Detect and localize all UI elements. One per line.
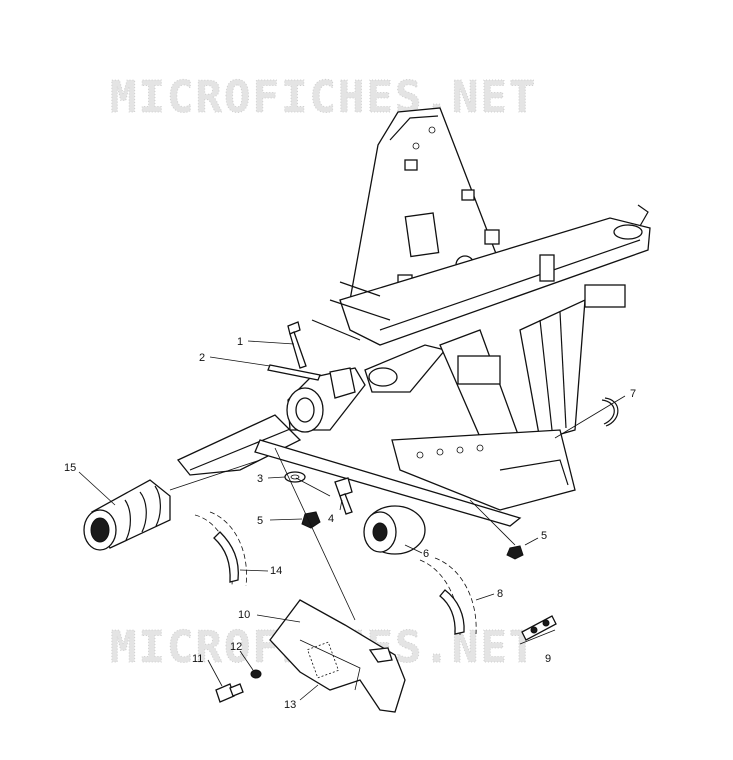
part-6-roller xyxy=(363,505,426,555)
part-4-bolt xyxy=(334,477,353,515)
part-11-screw xyxy=(215,683,244,703)
leader-14 xyxy=(239,569,269,572)
callout-label: 14 xyxy=(270,565,282,577)
leader-2 xyxy=(209,356,271,367)
part-9-connector-link xyxy=(521,615,557,641)
frame-assembly xyxy=(176,107,651,527)
assembly-line-washer xyxy=(295,477,331,497)
callout-label: 2 xyxy=(199,352,205,364)
callout-label: 9 xyxy=(545,653,551,665)
callout-label: 3 xyxy=(257,473,263,485)
leader-5-right xyxy=(524,537,539,546)
part-5-nut-right xyxy=(506,545,524,560)
callout-label: 15 xyxy=(64,462,76,474)
leader-1 xyxy=(247,340,295,345)
part-15-clutch-roller xyxy=(83,479,171,551)
assembly-line-guard xyxy=(274,447,356,621)
callout-label: 7 xyxy=(630,388,636,400)
callout-label: 13 xyxy=(284,699,296,711)
leader-15 xyxy=(78,471,116,506)
watermark-top: MICROFICHES.NET xyxy=(110,72,537,123)
engine-mount-bracket xyxy=(286,367,366,433)
callout-label: 5 xyxy=(257,515,263,527)
leader-5-left xyxy=(269,518,303,521)
leader-13 xyxy=(299,684,319,701)
leader-4 xyxy=(339,499,343,511)
callout-label: 12 xyxy=(230,641,242,653)
leader-10 xyxy=(256,614,301,623)
leader-8 xyxy=(475,593,495,601)
callouts: 1 2 3 4 5 5 6 7 8 9 10 11 12 13 14 15 xyxy=(64,336,636,711)
callout-label: 6 xyxy=(423,548,429,560)
callout-label: 5 xyxy=(541,530,547,542)
part-12-washer xyxy=(250,669,262,679)
callout-label: 8 xyxy=(497,588,503,600)
leader-9 xyxy=(519,629,556,645)
part-2-pin xyxy=(267,364,321,381)
assembly-line-sprocket xyxy=(169,459,261,491)
assembly-line-nut xyxy=(469,499,516,546)
leader-7 xyxy=(554,395,626,439)
callout-label: 11 xyxy=(192,653,203,665)
leader-6 xyxy=(404,544,423,554)
leader-3 xyxy=(267,476,286,479)
callout-label: 10 xyxy=(238,609,250,621)
part-3-washer xyxy=(284,471,306,483)
callout-label: 4 xyxy=(328,513,334,525)
leader-11 xyxy=(207,659,223,687)
part-8-chain xyxy=(419,557,477,636)
part-1-bolt xyxy=(287,321,307,369)
leader-12 xyxy=(239,650,254,671)
part-7-clip xyxy=(601,397,619,427)
part-10-13-chain-guard xyxy=(269,599,406,713)
part-14-chain xyxy=(194,511,247,587)
callout-label: 1 xyxy=(237,336,243,348)
